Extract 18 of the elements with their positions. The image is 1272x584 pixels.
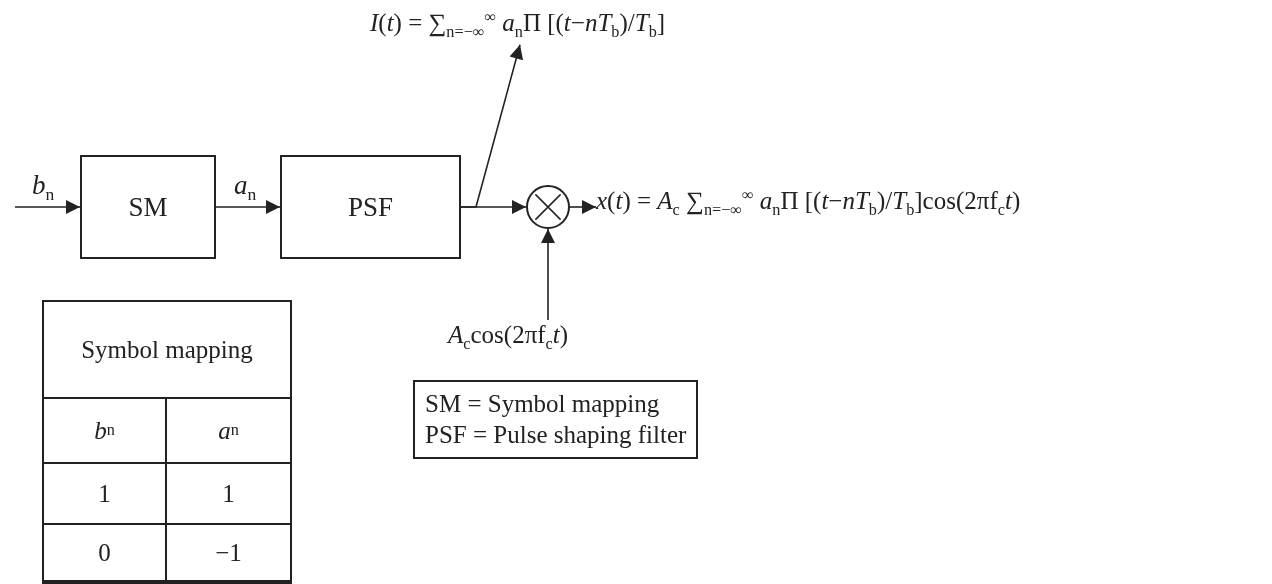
arrow: [569, 200, 597, 214]
note-box: [413, 380, 699, 459]
carrier-text: A$_{c}$cos(2πf$_{c}$t): [448, 320, 569, 355]
arrow: [541, 228, 555, 321]
arrow: [14, 200, 81, 214]
table-cell: 0: [44, 525, 167, 582]
equation-text: x(t) = A$_{c}$ ∑$_{n=−∞}$$^{∞}$ a$_{n}$Π [(t−nT$_{b}$)/T$_{b}$]cos(2πf$_{c}$t): [596, 186, 1021, 221]
arrow: [215, 200, 281, 214]
process-box: SM: [80, 155, 216, 259]
table-cell: −1: [167, 525, 290, 582]
table-cell: 1: [44, 464, 167, 525]
note-text: SM = Symbol mapping: [425, 389, 661, 419]
arrow: [460, 44, 524, 208]
process-box: PSF: [280, 155, 461, 259]
note-text: PSF = Pulse shaping filter: [425, 420, 687, 451]
table-cell: 1: [167, 464, 290, 525]
table-header: Symbol mapping: [44, 302, 290, 399]
equation-text: I(t) = ∑$_{n=−∞}$$^{∞}$ a$_{n}$Π [(t−nT$_{b}$)/T$_{b}$]: [370, 8, 666, 43]
